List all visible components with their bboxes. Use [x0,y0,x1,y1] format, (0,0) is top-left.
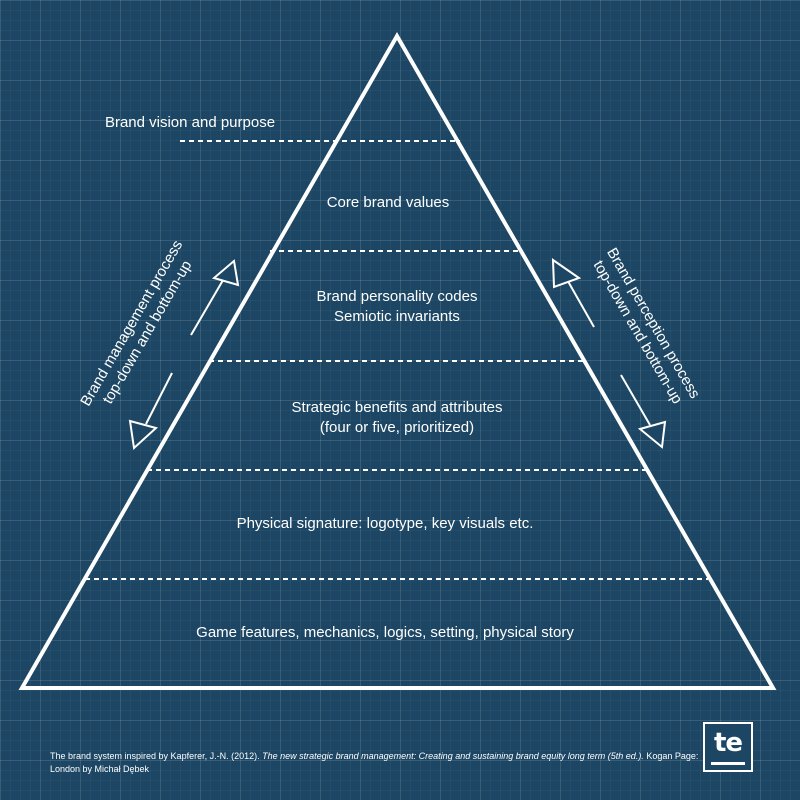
citation-title: The new strategic brand management: Crea… [262,751,644,761]
layer-label-game-features: Game features, mechanics, logics, settin… [196,624,574,641]
layer-label-physical-signature: Physical signature: logotype, key visual… [236,515,534,532]
te-logo: te [703,722,753,772]
right-down-arrow [620,374,667,449]
layer-label-prioritized-note: (four or five, prioritized) [319,419,475,436]
citation-suffix: Kogan Page: London by Michał Dębek [50,751,699,774]
layer-label-core-values: Core brand values [326,194,450,211]
layer-label-strategic-benefits: Strategic benefits and attributes [291,399,503,416]
logo-underline [711,762,745,765]
left-down-arrow [128,372,173,451]
left-up-arrow [190,259,240,336]
logo-text: te [713,728,743,758]
right-up-arrow [551,258,595,328]
layer-label-semiotic-invariants: Semiotic invariants [334,308,460,325]
layer-label-vision: Brand vision and purpose [104,114,276,131]
layer-label-personality-codes: Brand personality codes [316,288,478,305]
citation-note: The brand system inspired by Kapferer, J… [50,750,700,776]
citation-prefix: The brand system inspired by Kapferer, J… [50,751,263,761]
